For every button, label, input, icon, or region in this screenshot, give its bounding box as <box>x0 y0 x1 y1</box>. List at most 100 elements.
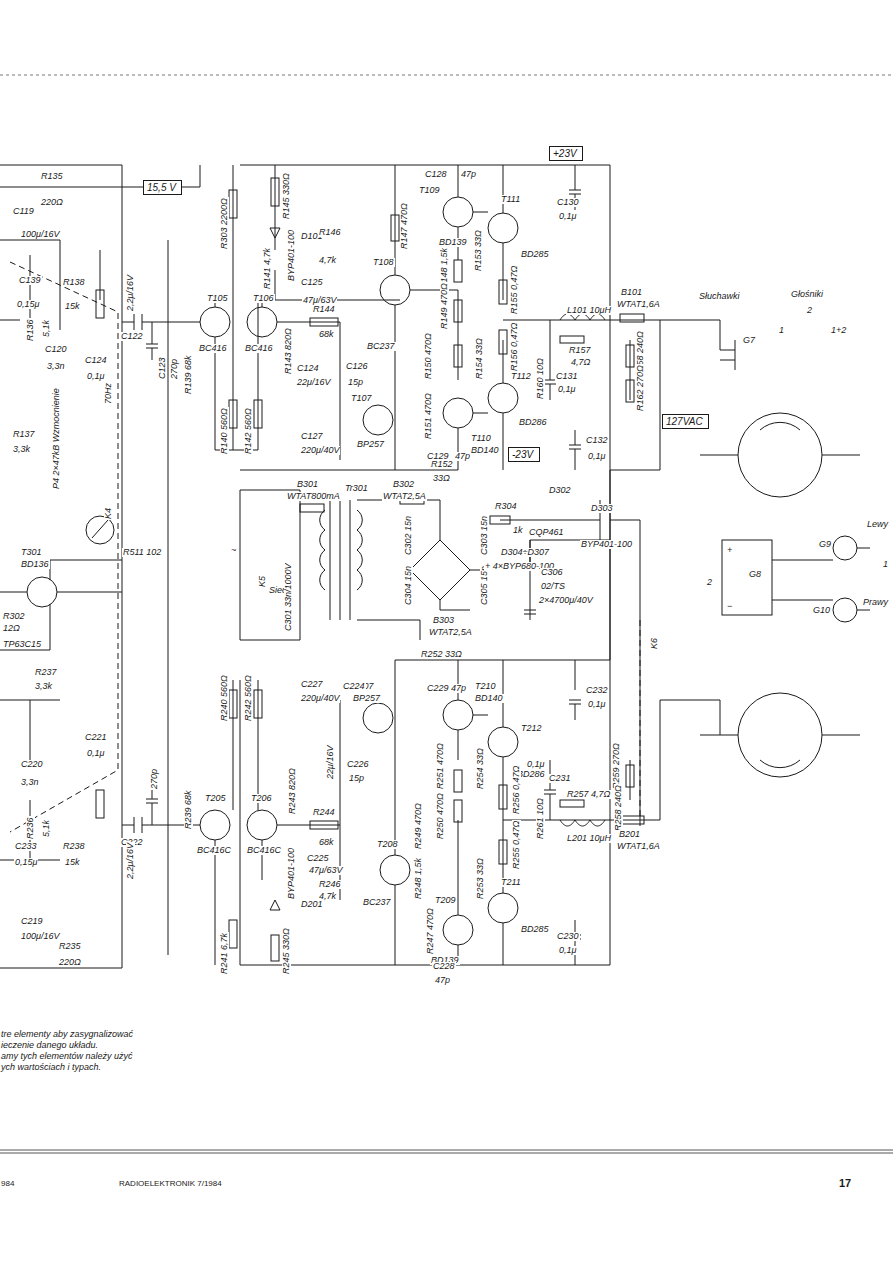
component-label: L201 10μH <box>566 834 612 843</box>
component-label: R247 470Ω <box>426 907 435 955</box>
component-label: BC416C <box>246 846 282 855</box>
component-label: R144 <box>312 305 336 314</box>
component-label: R254 33Ω <box>476 747 485 790</box>
component-label: R239 68k <box>184 789 193 830</box>
component-circle <box>738 693 822 777</box>
component-label: 4,7k <box>318 256 337 265</box>
wire-line <box>122 322 200 825</box>
resistor-symbol <box>229 400 237 428</box>
component-label: Głośniki <box>790 290 824 299</box>
resistor-symbol <box>454 260 462 282</box>
component-label: 4,7Ω <box>570 358 591 367</box>
component-label: BC416C <box>196 846 232 855</box>
component-label: Lewy <box>866 520 889 529</box>
resistor-symbol <box>310 821 338 829</box>
component-label: 100μ/16V <box>20 932 60 941</box>
component-label: 15k <box>64 302 81 311</box>
component-label: WTAT2,5A <box>428 628 473 637</box>
resistor-symbol <box>626 380 634 402</box>
component-label: C227 <box>300 680 324 689</box>
wire-line <box>569 660 581 720</box>
component-label: C119 <box>12 207 35 216</box>
wire-line <box>10 262 118 832</box>
component-label: 270p <box>170 358 179 380</box>
component-label: B301 <box>296 480 319 489</box>
component-label: R152 <box>430 460 454 469</box>
component-label: R147 470Ω <box>400 202 409 250</box>
component-circle <box>380 275 410 305</box>
wire-line <box>473 165 503 470</box>
component-label: C304 15n <box>404 565 413 606</box>
component-label: T209 <box>434 896 457 905</box>
resistor-symbol <box>229 920 237 948</box>
component-label: R162 270Ω <box>636 364 645 412</box>
component-label: C122 <box>120 332 144 341</box>
component-label: T211 <box>500 878 522 887</box>
component-label: 1 <box>778 326 785 335</box>
wire-line <box>700 455 860 735</box>
component-label: K5 <box>258 575 267 588</box>
component-label: 0,1μ <box>587 452 606 461</box>
component-label: T205 <box>204 794 227 803</box>
resistor-symbol <box>96 790 104 818</box>
component-label: C306 <box>540 568 564 577</box>
component-label: 3,3n <box>20 778 40 787</box>
resistor-symbol <box>229 190 237 218</box>
component-label: C302 15n <box>404 515 413 556</box>
component-label: WTAT1,6A <box>616 300 661 309</box>
wire-line <box>215 165 400 307</box>
component-label: R136 <box>26 318 35 342</box>
wire-line <box>240 165 458 470</box>
component-label: K4 <box>104 507 113 520</box>
component-circle <box>488 213 518 243</box>
wire-line <box>357 500 420 640</box>
component-label: 220Ω <box>40 198 64 207</box>
component-label: BD285 <box>520 925 550 934</box>
component-label: R153 33Ω <box>474 229 483 272</box>
component-label: D302 <box>548 486 572 495</box>
resistor-symbol <box>254 690 262 718</box>
component-label: B303 <box>432 616 455 625</box>
component-label: 2 <box>706 578 713 587</box>
resistor-symbol <box>229 690 237 718</box>
component-label: C139 <box>18 276 42 285</box>
component-label: 0,1μ <box>558 212 577 221</box>
component-label: 984 <box>0 1180 15 1188</box>
component-circle <box>443 398 473 428</box>
wire-line <box>0 560 122 650</box>
wire-line <box>544 320 556 400</box>
component-label: WTAT2,5A <box>382 492 427 501</box>
resistor-symbol <box>391 215 399 241</box>
component-label: R252 33Ω <box>420 650 463 659</box>
component-label: R155 0,47Ω <box>510 265 519 315</box>
component-label: 0,1μ <box>557 385 576 394</box>
component-label: 17 <box>838 1178 852 1189</box>
resistor-symbol <box>626 345 634 367</box>
resistor-symbol <box>454 345 462 367</box>
component-label: 220Ω <box>58 958 82 967</box>
component-label: R302 <box>2 612 26 621</box>
component-label: 220μ/40V <box>300 694 340 703</box>
wire-line <box>610 320 720 470</box>
component-label: T110 <box>470 434 492 443</box>
component-label: 68k <box>318 330 335 339</box>
component-label: B302 <box>392 480 415 489</box>
component-label: R142 560Ω <box>244 407 253 455</box>
component-label: ych wartościach i typach. <box>0 1063 102 1072</box>
resistor-symbol <box>454 300 462 322</box>
component-label: BD140 <box>474 694 504 703</box>
wire-line <box>270 228 280 238</box>
component-label: BD139 <box>438 238 468 247</box>
component-label: R236 <box>26 816 35 840</box>
component-label: BC416 <box>198 344 228 353</box>
component-label: C220 <box>20 760 44 769</box>
component-label: 47p <box>450 684 467 693</box>
component-label: G8 <box>748 570 762 579</box>
component-label: R251 470Ω <box>436 742 445 790</box>
wire-line <box>240 660 610 965</box>
wire-line <box>473 320 660 413</box>
component-label: C128 <box>424 170 448 179</box>
component-label: R253 33Ω <box>476 857 485 900</box>
component-label: R150 470Ω <box>424 332 433 380</box>
wire-line <box>569 920 581 965</box>
